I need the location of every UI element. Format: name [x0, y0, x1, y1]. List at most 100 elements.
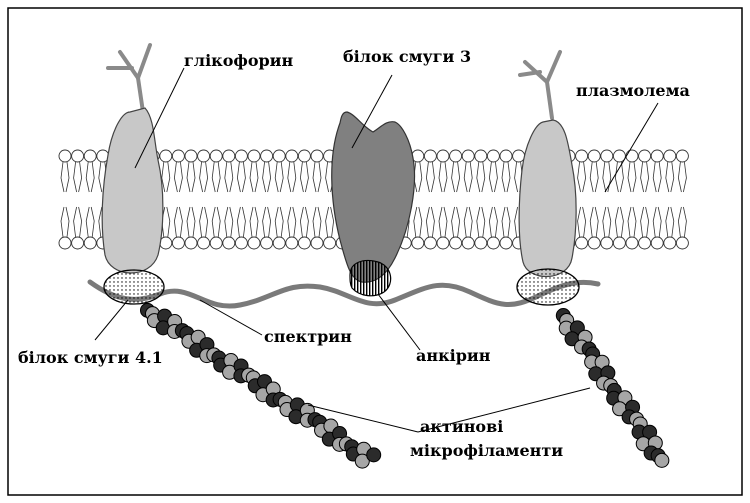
lipid-tail: [439, 162, 447, 192]
lipid-head: [576, 237, 588, 249]
ankyrin: [350, 261, 391, 296]
lipid-tail: [489, 162, 497, 192]
lipid-head: [72, 150, 84, 162]
lipid-tail: [187, 207, 195, 237]
lipid-head: [223, 150, 235, 162]
lipid-tail: [300, 162, 308, 192]
label-plasmalemma: плазмолема: [576, 81, 690, 100]
lipid-head: [626, 150, 638, 162]
lipid-tail: [666, 207, 674, 237]
lipid-head: [273, 237, 285, 249]
lipid-tail: [426, 207, 434, 237]
lipid-head: [437, 150, 449, 162]
lipid-tail: [250, 207, 258, 237]
lipid-tail: [628, 162, 636, 192]
lipid-tail: [212, 162, 220, 192]
lipid-head: [639, 237, 651, 249]
lipid-head: [475, 237, 487, 249]
lipid-head: [601, 150, 613, 162]
lipid-head: [500, 150, 512, 162]
lipid-head: [500, 237, 512, 249]
lipid-tail: [641, 162, 649, 192]
lipid-tail: [288, 207, 296, 237]
lipid-tail: [326, 207, 334, 237]
lipid-tail: [439, 207, 447, 237]
lipid-tail: [74, 162, 82, 192]
lipid-tail: [250, 162, 258, 192]
lipid-head: [172, 150, 184, 162]
lipid-tail: [678, 207, 686, 237]
label-actin-line1: актинові: [420, 417, 503, 436]
lipid-head: [613, 237, 625, 249]
lipid-head: [424, 150, 436, 162]
lipid-tail: [225, 162, 233, 192]
lipid-head: [210, 237, 222, 249]
actin-filament-right: [556, 309, 669, 468]
lipid-head: [475, 150, 487, 162]
lipid-tail: [74, 207, 82, 237]
lipid-head: [235, 237, 247, 249]
lipid-head: [462, 237, 474, 249]
label-spectrin: спектрин: [264, 327, 352, 346]
lipid-tail: [653, 162, 661, 192]
band41-protein-right: [517, 269, 579, 305]
lipid-head: [487, 237, 499, 249]
lipid-head: [59, 237, 71, 249]
lipid-head: [437, 237, 449, 249]
lipid-tail: [174, 207, 182, 237]
lipid-head: [248, 150, 260, 162]
lipid-head: [588, 150, 600, 162]
lipid-tail: [590, 207, 598, 237]
lipid-head: [59, 150, 71, 162]
label-ankyrin: анкірин: [416, 346, 491, 365]
lipid-head: [160, 150, 172, 162]
lipid-head: [261, 150, 273, 162]
lipid-tail: [187, 162, 195, 192]
carbohydrate-chain-right: [520, 52, 560, 118]
lipid-tail: [86, 162, 94, 192]
lipid-head: [72, 237, 84, 249]
lipid-head: [576, 150, 588, 162]
lipid-tail: [300, 207, 308, 237]
lipid-tail: [603, 207, 611, 237]
lipid-tail: [477, 162, 485, 192]
lipid-head: [273, 150, 285, 162]
lipid-tail: [590, 162, 598, 192]
label-actin-line2: мікрофіламенти: [410, 441, 563, 460]
lipid-head: [676, 150, 688, 162]
lipid-tail: [603, 162, 611, 192]
label-glycophorin: глікофорин: [184, 51, 294, 70]
lipid-head: [286, 150, 298, 162]
lipid-head: [601, 237, 613, 249]
lipid-head: [223, 237, 235, 249]
lipid-tail: [162, 162, 170, 192]
lipid-head: [639, 150, 651, 162]
lipid-head: [676, 237, 688, 249]
lipid-tail: [678, 162, 686, 192]
lipid-head: [513, 150, 525, 162]
lipid-tail: [237, 162, 245, 192]
lipid-tail: [61, 207, 69, 237]
lipid-tail: [464, 207, 472, 237]
band41-protein-left: [104, 270, 164, 304]
lipid-head: [324, 237, 336, 249]
lipid-head: [172, 237, 184, 249]
lipid-tail: [502, 207, 510, 237]
lipid-head: [185, 150, 197, 162]
lipid-head: [664, 237, 676, 249]
lipid-tail: [61, 162, 69, 192]
lipid-head: [185, 237, 197, 249]
lipid-tail: [200, 207, 208, 237]
lipid-tail: [489, 207, 497, 237]
lipid-tail: [414, 207, 422, 237]
lipid-tail: [200, 162, 208, 192]
lipid-tail: [666, 162, 674, 192]
lipid-head: [412, 237, 424, 249]
lipid-tail: [263, 162, 271, 192]
lipid-tail: [578, 207, 586, 237]
lipid-head: [298, 150, 310, 162]
actin-bead: [655, 453, 669, 467]
lipid-tail: [86, 207, 94, 237]
lipid-tail: [426, 162, 434, 192]
